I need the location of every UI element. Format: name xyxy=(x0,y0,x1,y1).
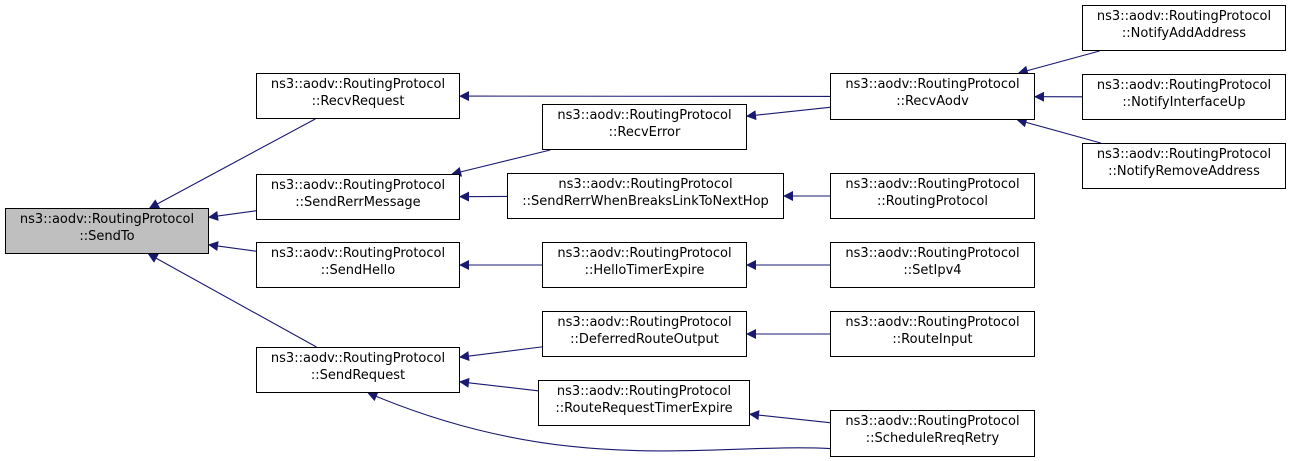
node-deferred-route-output-method: ::DeferredRouteOutput xyxy=(570,332,719,347)
node-routing-protocol-method: ::RoutingProtocol xyxy=(877,194,988,209)
node-notify-interface-up-method: ::NotifyInterfaceUp xyxy=(1122,95,1246,110)
node-notify-remove-address[interactable]: ns3::aodv::RoutingProtocol ::NotifyRemov… xyxy=(1082,143,1286,189)
node-send-rerr-message[interactable]: ns3::aodv::RoutingProtocol ::SendRerrMes… xyxy=(256,174,460,220)
node-notify-remove-address-class: ns3::aodv::RoutingProtocol xyxy=(1096,147,1272,162)
call-edge-notify_add_address-to-recv_aodv xyxy=(1017,50,1100,76)
node-recv-request-class: ns3::aodv::RoutingProtocol xyxy=(270,77,446,92)
node-notify-add-address-method: ::NotifyAddAddress xyxy=(1121,26,1247,41)
node-hello-timer-expire[interactable]: ns3::aodv::RoutingProtocol ::HelloTimerE… xyxy=(542,242,747,288)
call-edge-send_request-to-send_to xyxy=(147,253,317,348)
node-schedule-rreq-retry-method: ::ScheduleRreqRetry xyxy=(865,431,1000,446)
node-set-ipv4-method: ::SetIpv4 xyxy=(903,263,962,278)
node-routing-protocol-class: ns3::aodv::RoutingProtocol xyxy=(845,177,1020,192)
node-notify-add-address[interactable]: ns3::aodv::RoutingProtocol ::NotifyAddAd… xyxy=(1082,5,1286,51)
node-send-rerr-when-breaks-link-method: ::SendRerrWhenBreaksLinkToNextHop xyxy=(522,194,769,209)
call-edge-send_rerr_message-to-send_to xyxy=(208,210,257,221)
node-route-input-class: ns3::aodv::RoutingProtocol xyxy=(845,315,1020,330)
call-edge-schedule_rreq_retry-to-route_request_timer_expire xyxy=(749,410,831,424)
node-recv-error[interactable]: ns3::aodv::RoutingProtocol ::RecvError xyxy=(542,104,747,150)
node-send-rerr-when-breaks-link[interactable]: ns3::aodv::RoutingProtocol ::SendRerrWhe… xyxy=(507,173,784,219)
node-send-to: ns3::aodv::RoutingProtocol ::SendTo xyxy=(5,208,209,254)
node-route-request-timer-expire[interactable]: ns3::aodv::RoutingProtocol ::RouteReques… xyxy=(538,380,750,426)
node-route-request-timer-expire-class: ns3::aodv::RoutingProtocol xyxy=(556,384,732,399)
call-edge-send_hello-to-send_to xyxy=(208,241,257,252)
node-deferred-route-output-class: ns3::aodv::RoutingProtocol xyxy=(557,315,732,330)
call-edge-route_request_timer_expire-to-send_request xyxy=(459,377,539,392)
node-send-rerr-message-class: ns3::aodv::RoutingProtocol xyxy=(270,178,446,193)
call-edge-recv_error-to-send_rerr_message xyxy=(451,149,551,177)
node-notify-remove-address-method: ::NotifyRemoveAddress xyxy=(1108,164,1260,179)
node-recv-request[interactable]: ns3::aodv::RoutingProtocol ::RecvRequest xyxy=(256,73,460,119)
node-set-ipv4[interactable]: ns3::aodv::RoutingProtocol ::SetIpv4 xyxy=(830,242,1035,288)
node-send-to-class: ns3::aodv::RoutingProtocol xyxy=(19,212,195,227)
node-send-hello-class: ns3::aodv::RoutingProtocol xyxy=(270,246,446,261)
node-send-request[interactable]: ns3::aodv::RoutingProtocol ::SendRequest xyxy=(256,347,460,393)
node-hello-timer-expire-class: ns3::aodv::RoutingProtocol xyxy=(557,246,732,261)
call-edge-recv_aodv-to-recv_error xyxy=(746,106,831,121)
node-send-hello-method: ::SendHello xyxy=(320,263,396,278)
call-edge-notify_remove_address-to-recv_aodv xyxy=(1016,117,1101,144)
node-route-input[interactable]: ns3::aodv::RoutingProtocol ::RouteInput xyxy=(830,311,1035,357)
node-send-to-method: ::SendTo xyxy=(79,229,135,244)
node-recv-request-method: ::RecvRequest xyxy=(311,94,405,109)
node-recv-aodv-class: ns3::aodv::RoutingProtocol xyxy=(845,77,1020,92)
node-notify-interface-up-class: ns3::aodv::RoutingProtocol xyxy=(1096,78,1272,93)
call-edge-schedule_rreq_retry-to-send_request xyxy=(367,391,831,452)
node-route-request-timer-expire-method: ::RouteRequestTimerExpire xyxy=(555,401,733,416)
node-recv-aodv-method: ::RecvAodv xyxy=(896,94,969,109)
node-recv-aodv[interactable]: ns3::aodv::RoutingProtocol ::RecvAodv xyxy=(830,73,1035,120)
node-routing-protocol[interactable]: ns3::aodv::RoutingProtocol ::RoutingProt… xyxy=(830,173,1035,219)
node-schedule-rreq-retry[interactable]: ns3::aodv::RoutingProtocol ::ScheduleRre… xyxy=(830,410,1035,457)
node-route-input-method: ::RouteInput xyxy=(892,332,973,347)
node-recv-error-method: ::RecvError xyxy=(608,125,681,140)
node-send-rerr-when-breaks-link-class: ns3::aodv::RoutingProtocol xyxy=(558,177,733,192)
call-edge-deferred_route_output-to-send_request xyxy=(459,346,543,362)
node-send-request-method: ::SendRequest xyxy=(310,368,406,383)
node-notify-add-address-class: ns3::aodv::RoutingProtocol xyxy=(1096,9,1272,24)
node-schedule-rreq-retry-class: ns3::aodv::RoutingProtocol xyxy=(845,414,1020,429)
node-send-rerr-message-method: ::SendRerrMessage xyxy=(295,195,421,210)
node-send-request-class: ns3::aodv::RoutingProtocol xyxy=(270,351,446,366)
node-deferred-route-output[interactable]: ns3::aodv::RoutingProtocol ::DeferredRou… xyxy=(542,311,747,357)
node-hello-timer-expire-method: ::HelloTimerExpire xyxy=(584,263,705,278)
node-recv-error-class: ns3::aodv::RoutingProtocol xyxy=(557,108,732,123)
node-send-hello[interactable]: ns3::aodv::RoutingProtocol ::SendHello xyxy=(256,242,460,288)
node-notify-interface-up[interactable]: ns3::aodv::RoutingProtocol ::NotifyInter… xyxy=(1082,74,1286,120)
call-edge-recv_request-to-send_to xyxy=(148,118,316,209)
node-set-ipv4-class: ns3::aodv::RoutingProtocol xyxy=(845,246,1020,261)
